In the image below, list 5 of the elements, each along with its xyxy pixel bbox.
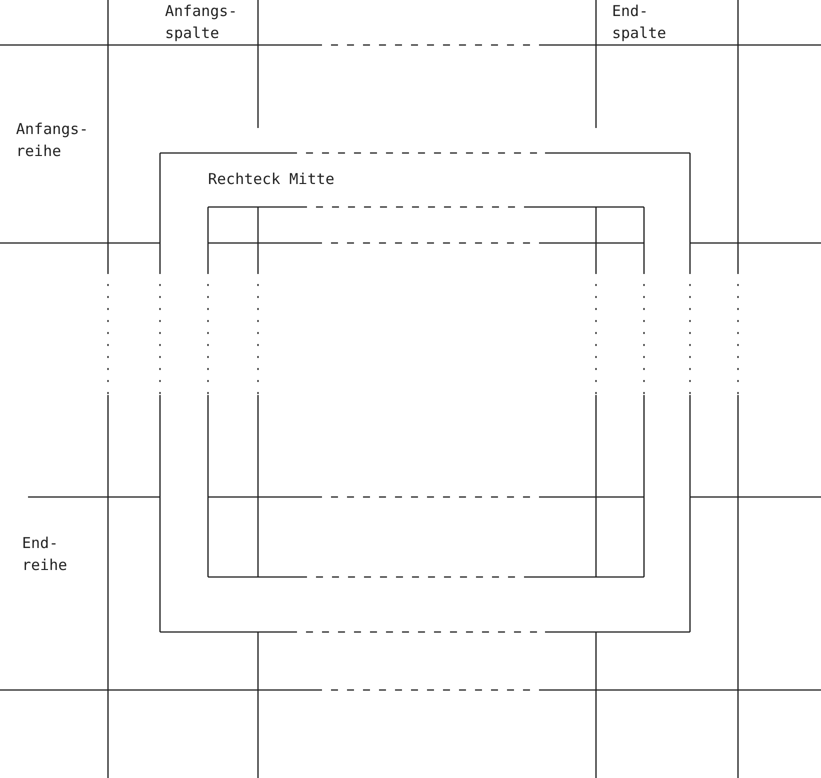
row-label: Anfangs- reihe — [16, 119, 90, 162]
rectangle-label: Rechteck Mitte — [208, 169, 336, 190]
row-label: End- reihe — [22, 533, 68, 576]
column-label: Anfangs- spalte — [165, 1, 238, 44]
column-label: End- spalte — [612, 1, 668, 44]
